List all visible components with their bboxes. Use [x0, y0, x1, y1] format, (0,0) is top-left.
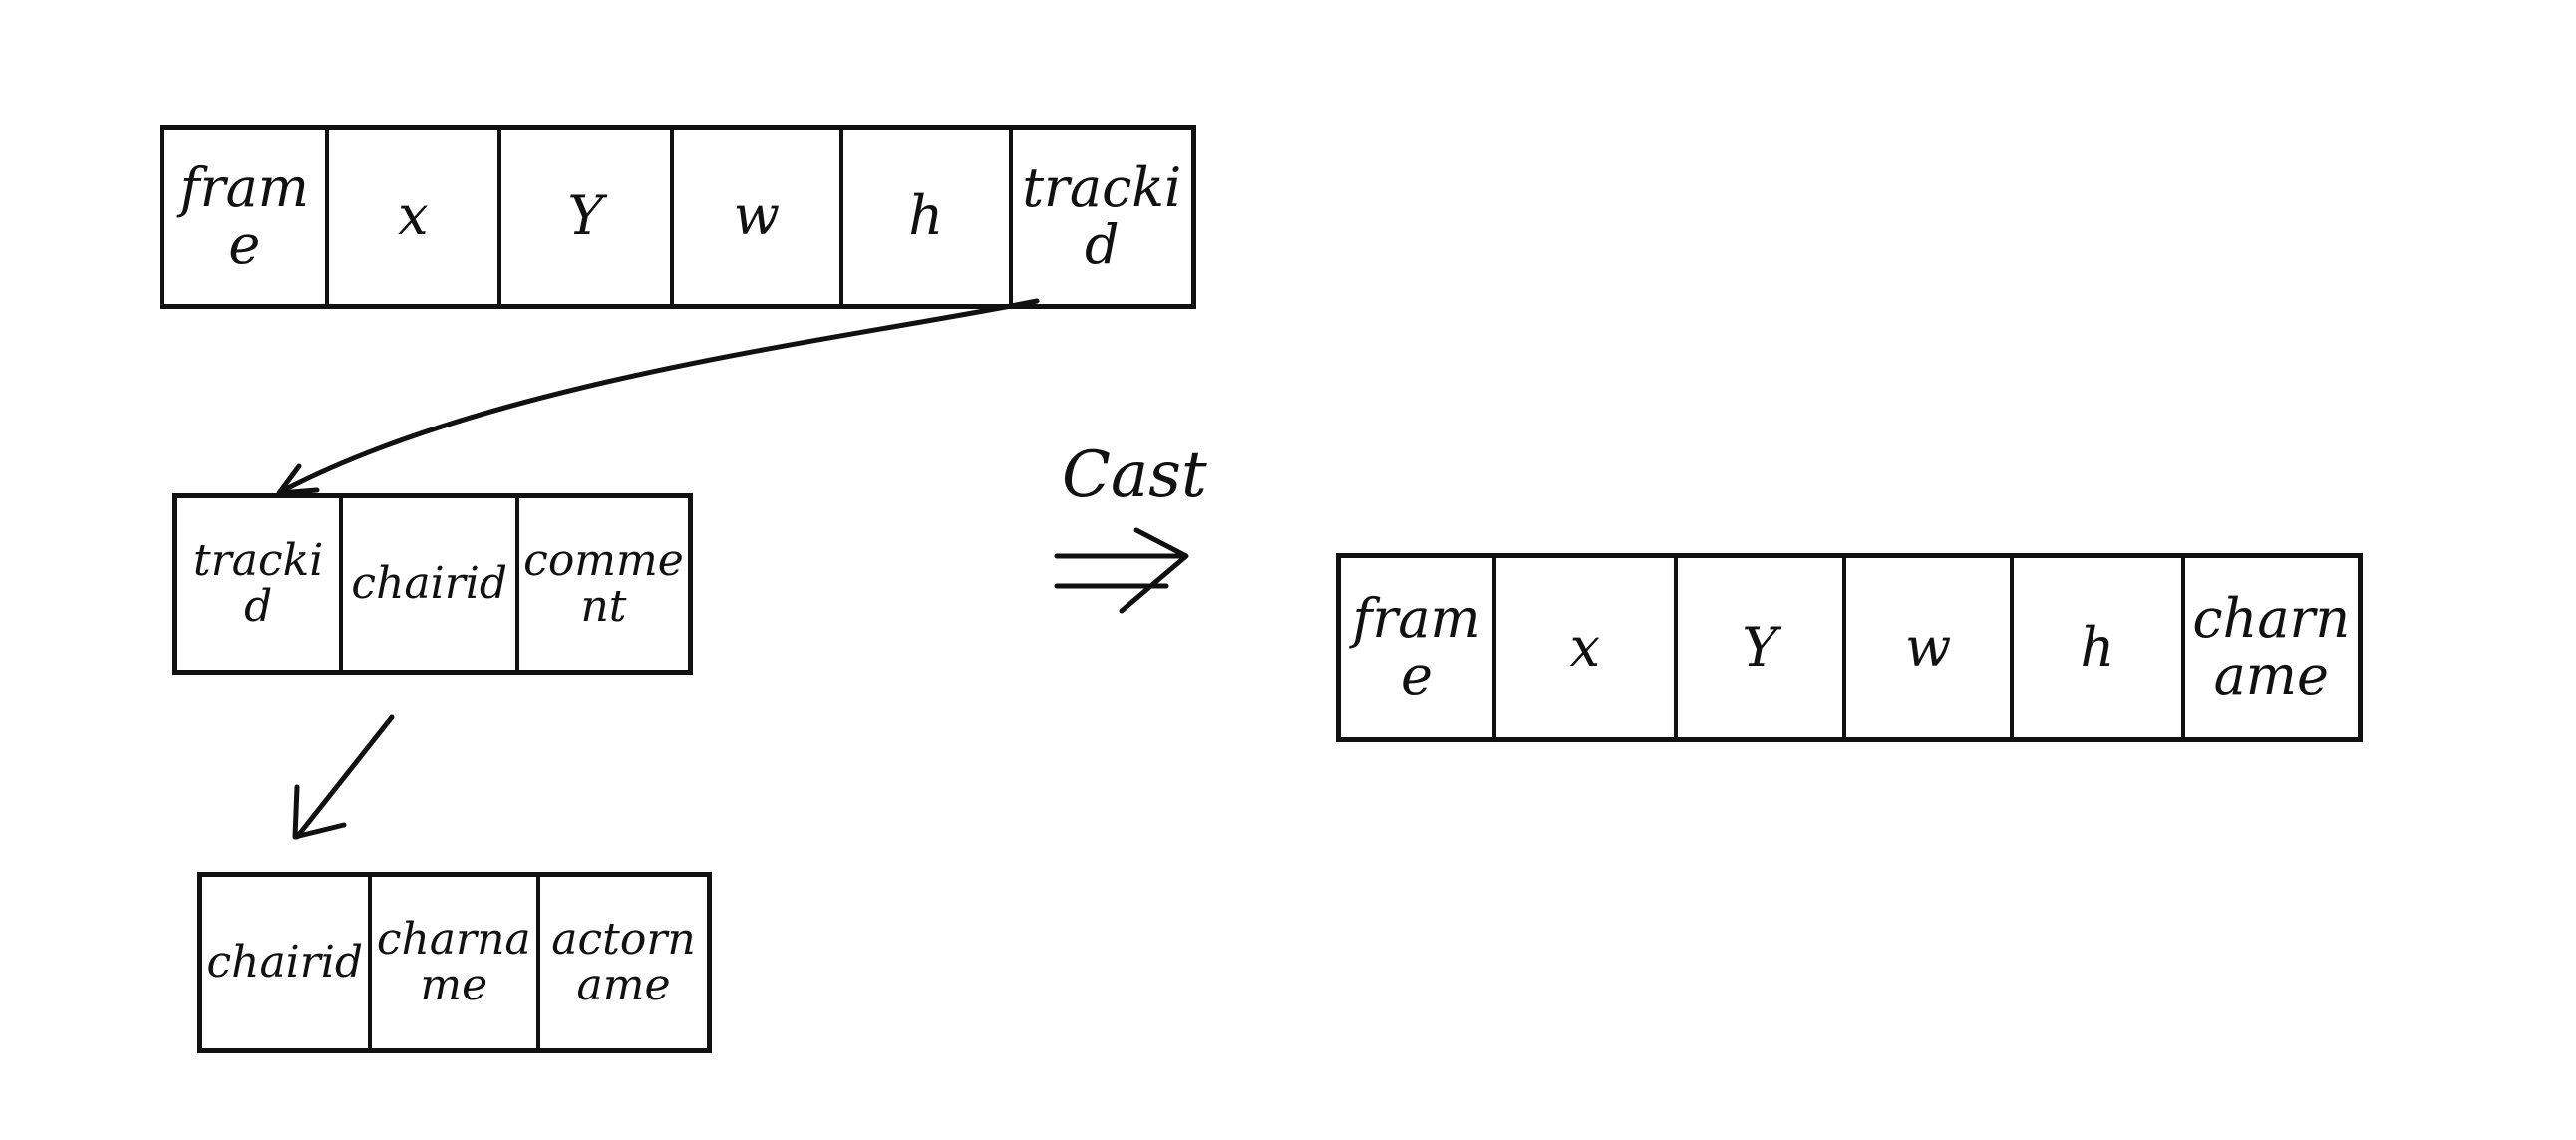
result-cell-charname: charname	[2192, 587, 2351, 707]
cast-label: Cast	[1062, 438, 1207, 512]
result-cell-w: w	[1846, 558, 2015, 737]
main-cell-y: Y	[501, 130, 674, 304]
arrow-chairid-link	[294, 714, 395, 840]
track-table: trackid chairid comment	[172, 493, 693, 675]
chair-cell-chairid: chairid	[202, 877, 372, 1048]
chair-table: chairid charname actorname	[197, 872, 712, 1053]
main-cell-h: h	[843, 130, 1013, 304]
main-cell-w: w	[674, 130, 843, 304]
arrow-trackid-link-head	[276, 463, 320, 496]
result-cell-frame: frame	[1341, 558, 1497, 737]
arrow-chairid-link-head	[292, 784, 347, 840]
result-cell-h: h	[2014, 558, 2185, 737]
result-cell-y: Y	[1678, 558, 1846, 737]
result-cell-x: x	[1496, 558, 1678, 737]
track-cell-chairid: chairid	[343, 498, 520, 670]
chair-cell-charname: charname	[372, 877, 540, 1048]
result-table: frame x Y w h charname	[1336, 553, 2363, 742]
main-table: frame x Y w h trackid	[160, 125, 1196, 309]
track-cell-comment: comment	[523, 534, 684, 632]
main-cell-frame: frame	[164, 130, 329, 304]
arrow-trackid-link	[281, 298, 1040, 493]
main-cell-trackid: trackid	[1022, 155, 1182, 276]
track-cell-trackid: trackid	[177, 498, 344, 670]
main-cell-x: x	[329, 130, 501, 304]
cast-arrow	[1054, 527, 1189, 614]
chair-cell-actorname: actorname	[551, 913, 696, 1010]
